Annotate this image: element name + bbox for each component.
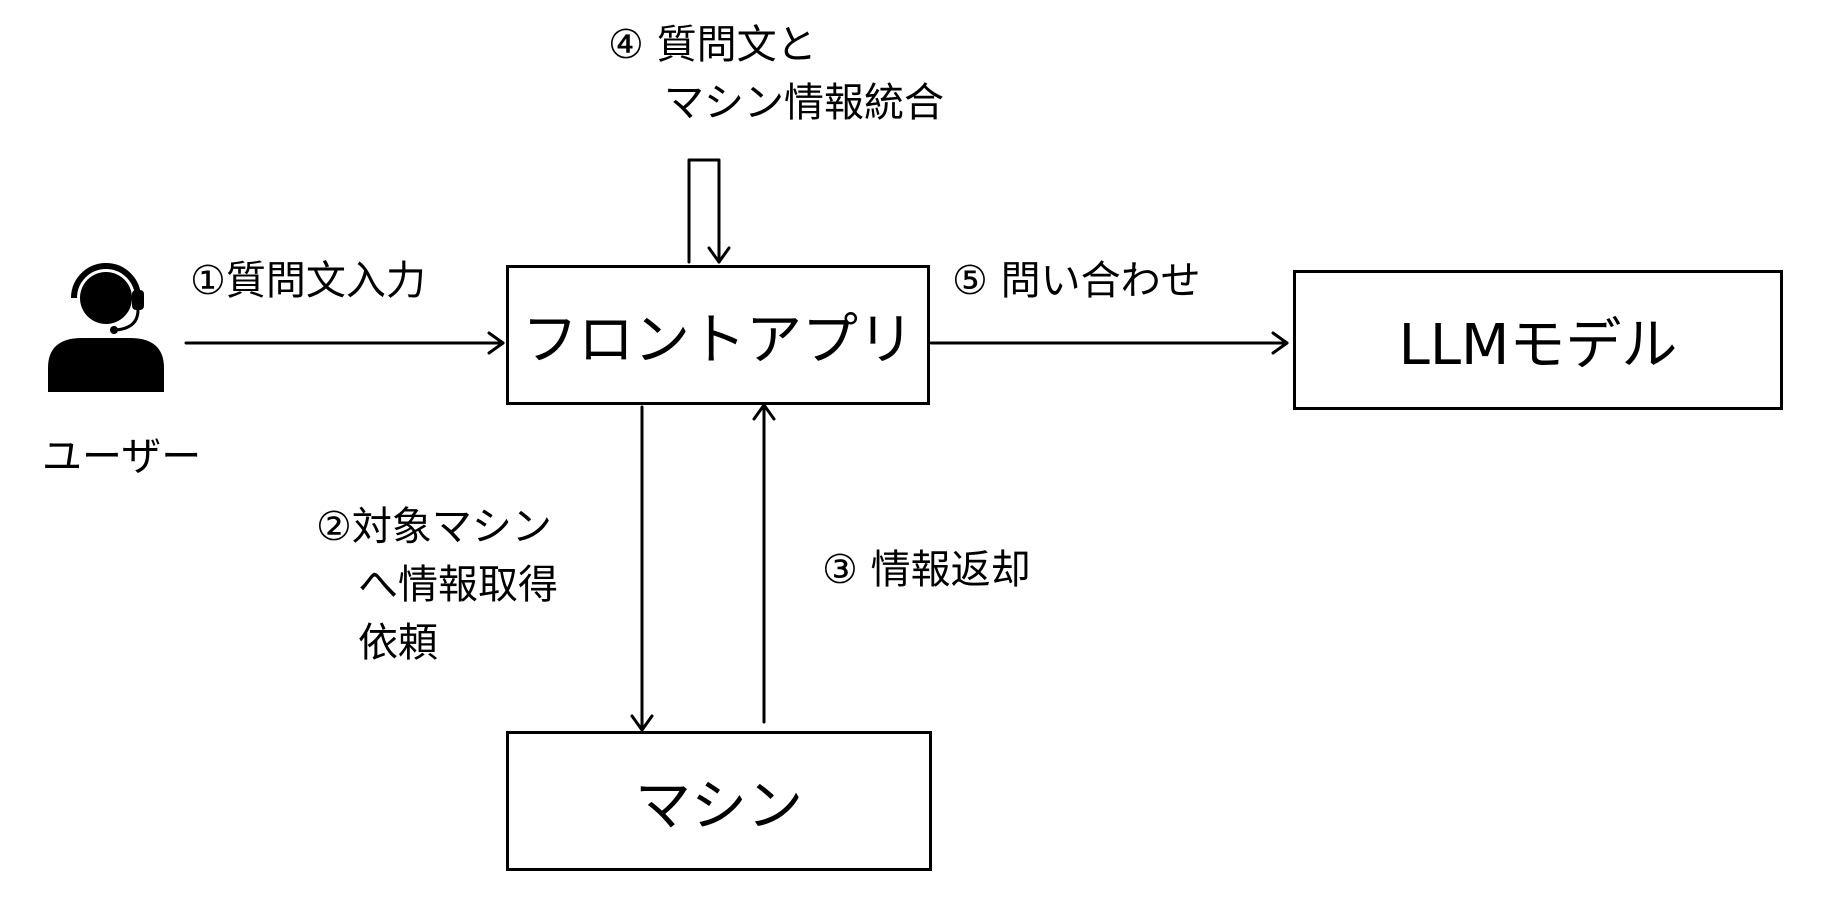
step4-label-line-2: マシン情報統合 xyxy=(664,80,944,126)
step4-label: ④ 質問文と マシン情報統合 xyxy=(608,16,944,132)
arrow-step5 xyxy=(929,331,1289,355)
step5-label: ⑤ 問い合わせ xyxy=(952,258,1201,304)
arrow-step1 xyxy=(184,331,505,355)
machine-label: マシン xyxy=(635,773,803,839)
step2-label-line-3: 依頼 xyxy=(358,620,438,666)
user-headset-icon xyxy=(48,263,164,392)
machine-node: マシン xyxy=(506,731,932,871)
arrow-step3 xyxy=(752,403,776,724)
step2-label-line-1: ②対象マシン xyxy=(316,504,552,550)
front-app-node: フロントアプリ xyxy=(506,265,930,405)
llm-model-label: LLMモデル xyxy=(1398,312,1678,378)
arrow-step2 xyxy=(630,405,654,732)
step2-label-line-2: へ情報取得 xyxy=(358,562,558,608)
step1-label: ①質問文入力 xyxy=(190,258,426,304)
step2-label: ②対象マシン へ情報取得 依頼 xyxy=(316,498,558,672)
user-label: ユーザー xyxy=(42,434,202,480)
front-app-label: フロントアプリ xyxy=(522,307,914,373)
llm-model-node: LLMモデル xyxy=(1293,270,1783,410)
arrow-step4-loop xyxy=(687,158,731,264)
step4-label-line-1: ④ 質問文と xyxy=(608,22,817,68)
user-node xyxy=(36,250,176,400)
step3-label: ③ 情報返却 xyxy=(822,547,1031,593)
